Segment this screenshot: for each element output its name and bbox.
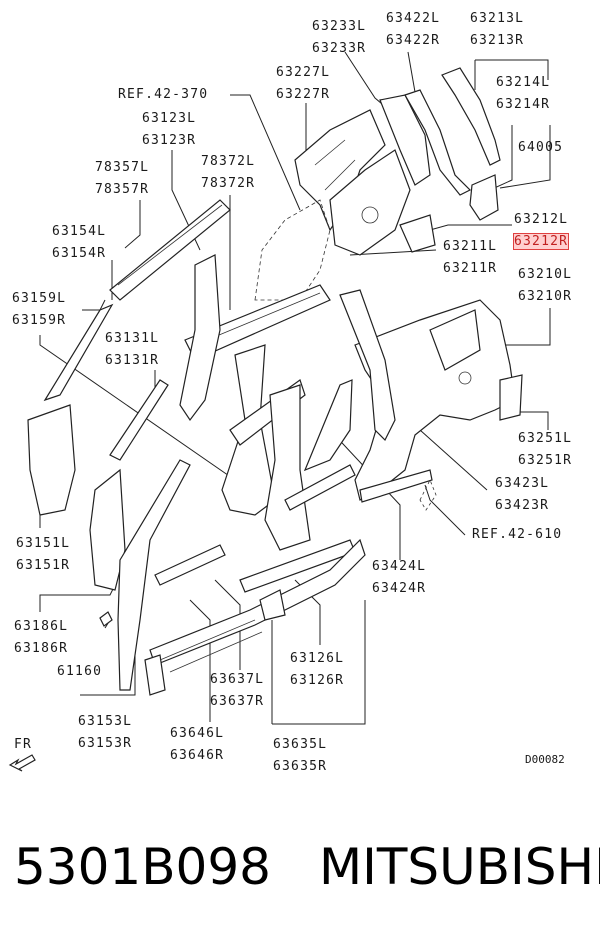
label-63153: 63153L 63153R <box>78 711 132 755</box>
label-63126-l: 63126L <box>290 651 345 666</box>
label-63646: 63646L 63646R <box>170 723 224 767</box>
label-63227: 63227L 63227R <box>276 62 330 106</box>
label-63213: 63213L 63213R <box>470 8 524 52</box>
label-63423-r: 63423R <box>495 498 550 513</box>
label-63186: 63186L 63186R <box>14 616 68 660</box>
diagram-code: D00082 <box>525 753 565 766</box>
label-63214: 63214L 63214R <box>496 72 550 116</box>
label-63131-l: 63131L <box>105 331 160 346</box>
label-63423-l: 63423L <box>495 476 550 491</box>
label-63151-l: 63151L <box>16 536 71 551</box>
label-63212: 63212L 63212R <box>512 209 570 253</box>
label-63637-l: 63637L <box>210 672 265 687</box>
label-ref-42-370: REF.42-370 <box>118 87 209 102</box>
label-63153-r: 63153R <box>78 736 133 751</box>
label-78357-l: 78357L <box>95 160 150 175</box>
label-63151-r: 63151R <box>16 558 71 573</box>
label-78357: 78357L 78357R <box>95 157 149 201</box>
label-63212-r-highlighted: 63212R <box>512 233 570 250</box>
label-63635-l: 63635L <box>273 737 328 752</box>
label-63233-r: 63233R <box>312 41 367 56</box>
label-78357-r: 78357R <box>95 182 150 197</box>
label-ref-42-610: REF.42-610 <box>472 527 563 542</box>
label-63227-r: 63227R <box>276 87 331 102</box>
label-63251-l: 63251L <box>518 431 573 446</box>
label-63635-r: 63635R <box>273 759 328 774</box>
label-63211-l: 63211L <box>443 239 498 254</box>
label-63153-l: 63153L <box>78 714 133 729</box>
label-63210: 63210L 63210R <box>518 264 572 308</box>
label-63154: 63154L 63154R <box>52 221 106 265</box>
label-63422-l: 63422L <box>386 11 441 26</box>
label-63646-l: 63646L <box>170 726 225 741</box>
label-63210-r: 63210R <box>518 289 573 304</box>
label-63233: 63233L 63233R <box>312 16 366 60</box>
label-63210-l: 63210L <box>518 267 573 282</box>
label-63214-l: 63214L <box>496 75 551 90</box>
label-63123: 63123L 63123R <box>142 108 196 152</box>
label-63211: 63211L 63211R <box>443 236 497 280</box>
label-63637: 63637L 63637R <box>210 669 264 713</box>
label-63123-r: 63123R <box>142 133 197 148</box>
label-63423: 63423L 63423R <box>495 473 549 517</box>
label-63424-l: 63424L <box>372 559 427 574</box>
part-shapes <box>8 67 523 772</box>
label-63424: 63424L 63424R <box>372 556 426 600</box>
label-61160: 61160 <box>57 664 103 679</box>
label-63233-l: 63233L <box>312 19 367 34</box>
label-63213-l: 63213L <box>470 11 525 26</box>
label-63126: 63126L 63126R <box>290 648 344 692</box>
label-63159-l: 63159L <box>12 291 67 306</box>
label-78372-l: 78372L <box>201 154 256 169</box>
label-63422: 63422L 63422R <box>386 8 440 52</box>
label-63186-r: 63186R <box>14 641 69 656</box>
brand-name: MITSUBISHI <box>318 838 600 896</box>
label-63251-r: 63251R <box>518 453 573 468</box>
label-63151: 63151L 63151R <box>16 533 70 577</box>
label-64005: 64005 <box>518 140 564 155</box>
label-63186-l: 63186L <box>14 619 69 634</box>
label-78372-r: 78372R <box>201 176 256 191</box>
label-63251: 63251L 63251R <box>518 428 572 472</box>
parts-diagram <box>8 51 551 772</box>
label-63131: 63131L 63131R <box>105 328 159 372</box>
label-63637-r: 63637R <box>210 694 265 709</box>
label-63154-l: 63154L <box>52 224 107 239</box>
label-63213-r: 63213R <box>470 33 525 48</box>
footer: 5301B098 MITSUBISHI <box>14 838 600 896</box>
label-63131-r: 63131R <box>105 353 160 368</box>
label-63159-r: 63159R <box>12 313 67 328</box>
fr-label: FR <box>14 737 33 752</box>
label-63214-r: 63214R <box>496 97 551 112</box>
part-number: 5301B098 <box>14 838 271 896</box>
label-63422-r: 63422R <box>386 33 441 48</box>
label-63211-r: 63211R <box>443 261 498 276</box>
label-78372: 78372L 78372R <box>201 151 255 195</box>
label-63126-r: 63126R <box>290 673 345 688</box>
label-63123-l: 63123L <box>142 111 197 126</box>
label-63646-r: 63646R <box>170 748 225 763</box>
label-63227-l: 63227L <box>276 65 331 80</box>
label-63212-l: 63212L <box>514 212 569 227</box>
label-63424-r: 63424R <box>372 581 427 596</box>
label-63154-r: 63154R <box>52 246 107 261</box>
label-63159: 63159L 63159R <box>12 288 66 332</box>
label-63635: 63635L 63635R <box>273 734 327 778</box>
